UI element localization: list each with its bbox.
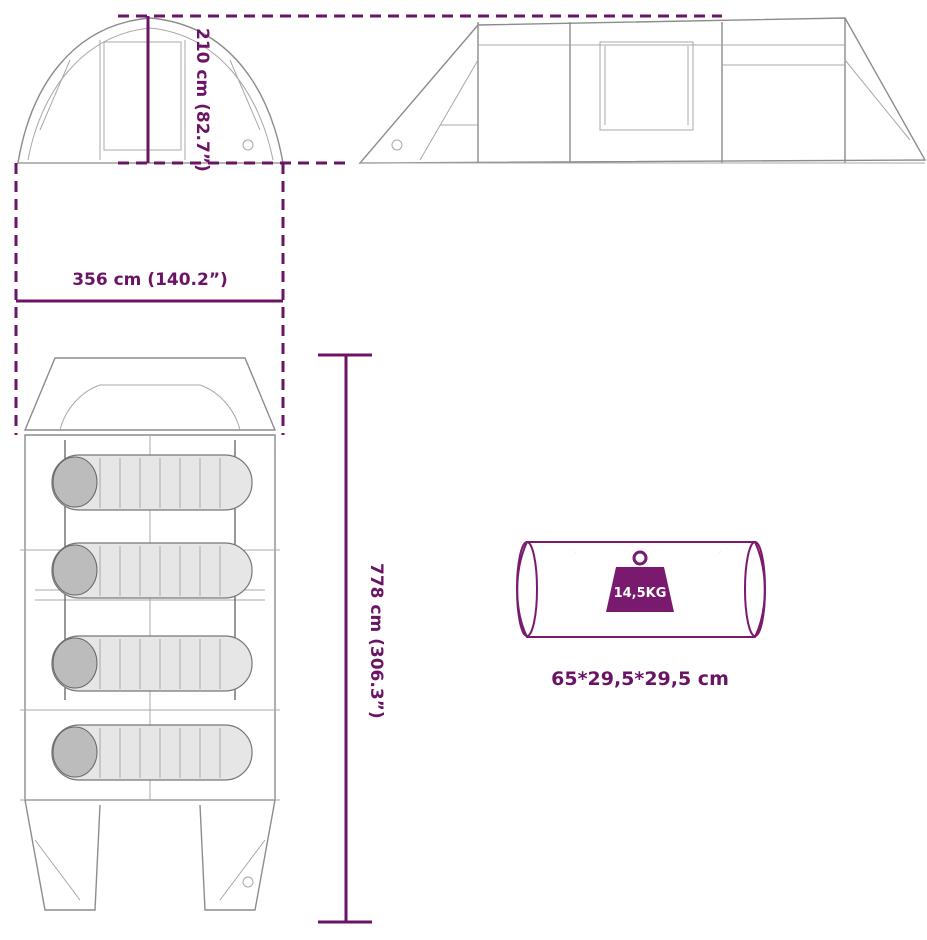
dimension-lines (14, 14, 722, 924)
tent-top-view (20, 357, 280, 911)
weight-icon (606, 550, 674, 612)
width-label: 356 cm (140.2”) (72, 270, 228, 290)
sleeping-bag (51, 542, 253, 599)
carry-bag (516, 452, 766, 638)
length-label: 778 cm (306.3”) (366, 563, 386, 719)
sleeping-bag (51, 635, 253, 692)
height-label: 210 cm (82.7”) (192, 28, 212, 172)
bag-size-label: 65*29,5*29,5 cm (551, 668, 729, 690)
tent-side-view (358, 17, 927, 164)
sleeping-bag (51, 724, 253, 781)
sleeping-bag (51, 454, 253, 511)
tent-front-view (17, 17, 284, 164)
weight-label: 14,5KG (614, 586, 667, 601)
sleeping-bags (51, 454, 253, 781)
